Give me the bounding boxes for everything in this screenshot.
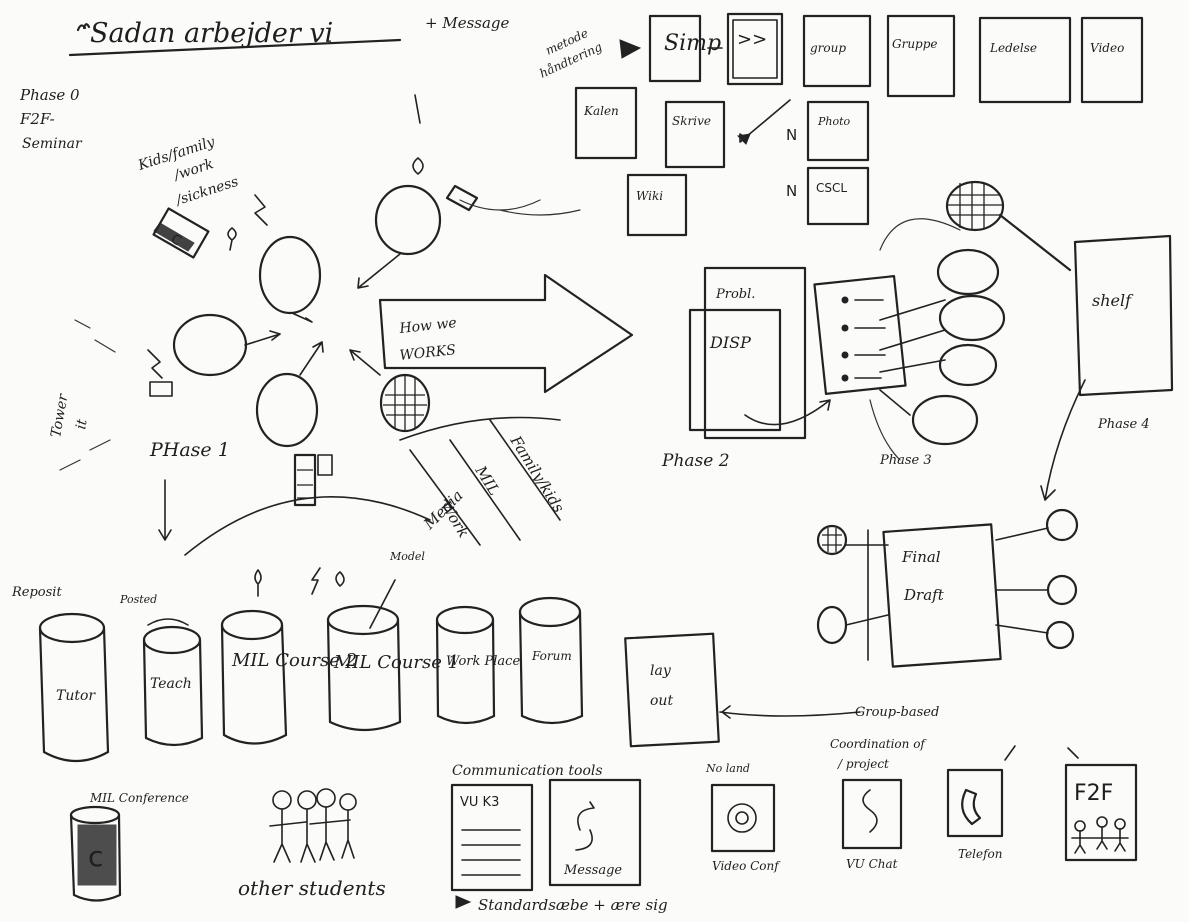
group-coord-2: Coordination of xyxy=(830,737,927,751)
svg-text:Kalen: Kalen xyxy=(583,104,619,118)
comm-tools-label: Communication tools xyxy=(452,763,603,779)
cylinder-work-place: Work Place xyxy=(437,607,520,723)
phase4-shelf: shelf xyxy=(1041,236,1172,500)
svg-text:Ledelse: Ledelse xyxy=(989,41,1037,55)
svg-text:Tutor: Tutor xyxy=(56,688,96,704)
f2f-icon: F2F xyxy=(1066,748,1136,860)
svg-text:>>: >> xyxy=(737,29,767,50)
phase0-line2: F2F- xyxy=(19,110,55,128)
bottom-arrow-marker xyxy=(456,896,470,908)
title-suffix: + Message xyxy=(425,14,510,32)
phase3-label: Phase 3 xyxy=(879,453,932,468)
phase0-line1: Phase 0 xyxy=(19,86,80,104)
quote-marks xyxy=(78,24,89,30)
final-draft: Final Draft xyxy=(818,510,1077,667)
svg-text:F2F: F2F xyxy=(1074,781,1113,806)
phase4-label: Phase 4 xyxy=(1097,417,1150,432)
lightning-icon xyxy=(255,195,267,225)
down-arrow xyxy=(159,480,171,540)
svg-text:Final: Final xyxy=(901,548,941,566)
n-mark-2: N xyxy=(786,182,797,200)
phase2-label: Phase 2 xyxy=(661,451,730,471)
svg-text:VU K3: VU K3 xyxy=(460,795,499,810)
telefon-icon: Telefon xyxy=(948,746,1015,861)
svg-text:Simp: Simp xyxy=(664,31,721,56)
message-icon: Message xyxy=(550,780,640,885)
top-arc xyxy=(460,200,580,215)
diag-label-family: Family/kids xyxy=(506,432,568,516)
second-row-tiles: Kalen Skrive Wiki Photo CSCL N N xyxy=(576,88,868,235)
method-handling-note: metode håndtering xyxy=(537,26,640,81)
group-coord-3: / project xyxy=(837,757,889,771)
cylinder-forum: Forum xyxy=(520,598,582,723)
svg-text:CSCL: CSCL xyxy=(816,181,847,195)
person-head-right xyxy=(358,158,477,288)
svg-text:c: c xyxy=(88,840,103,873)
phone-icon: C xyxy=(154,209,209,258)
checklist xyxy=(814,276,905,394)
bottom-line-text: Standardsæbe + ære sig xyxy=(478,896,668,914)
group-coord-1: Group-based xyxy=(855,705,939,720)
svg-text:MIL Conference: MIL Conference xyxy=(89,791,189,805)
lay-out-box: lay out xyxy=(625,634,860,746)
n-mark-1: N xyxy=(786,126,797,144)
svg-text:Video Conf: Video Conf xyxy=(712,859,781,873)
phase0-line3: Seminar xyxy=(22,136,83,152)
cylinder-teach: Teach xyxy=(144,619,202,745)
cylinder-mil-course2: MIL Course 2 xyxy=(222,611,357,744)
svg-text:Message: Message xyxy=(563,863,622,878)
cylinder-tutor: Tutor xyxy=(40,614,108,761)
svg-text:Probl.: Probl. xyxy=(715,287,755,302)
phase2-documents: Probl. DISP xyxy=(690,268,830,438)
svg-text:How we: How we xyxy=(398,315,458,337)
svg-text:lay: lay xyxy=(650,663,672,679)
tower-text-1: Tower xyxy=(48,392,72,439)
dash-arc-left xyxy=(60,320,115,470)
person-head-left xyxy=(148,315,280,396)
svg-text:Forum: Forum xyxy=(531,649,572,663)
svg-text:MIL Course 1: MIL Course 1 xyxy=(333,652,459,673)
other-students-icon xyxy=(270,789,356,862)
other-students-label: other students xyxy=(238,876,386,900)
svg-text:DISP: DISP xyxy=(709,333,751,352)
phase3-heads xyxy=(870,182,1070,460)
cyl-pre-posted: Posted xyxy=(119,593,157,606)
person-head-top xyxy=(260,237,320,322)
cylinder-mil-course1: MIL Course 1 xyxy=(328,580,459,730)
svg-text:shelf: shelf xyxy=(1092,291,1134,310)
svg-text:Draft: Draft xyxy=(903,586,945,604)
svg-text:WORKS: WORKS xyxy=(399,342,457,364)
svg-text:Gruppe: Gruppe xyxy=(892,37,938,51)
svg-text:Work Place: Work Place xyxy=(446,654,520,669)
phase1-label: PHase 1 xyxy=(149,439,230,461)
svg-text:Wiki: Wiki xyxy=(636,189,663,203)
svg-text:No land: No land xyxy=(705,762,750,775)
diag-label-mil: MIL xyxy=(471,462,503,499)
svg-text:group: group xyxy=(810,41,846,55)
cyl-pre-reposit: Reposit xyxy=(11,585,62,600)
person-head-bottom xyxy=(257,342,332,505)
svg-text:Video: Video xyxy=(1090,41,1124,55)
tick-mark xyxy=(415,95,420,123)
svg-text:Skrive: Skrive xyxy=(672,114,711,128)
big-arrow: How we WORKS xyxy=(380,275,632,392)
document-vu-k3: VU K3 xyxy=(452,785,532,890)
vu-chat-icon: VU Chat xyxy=(843,780,901,871)
svg-text:out: out xyxy=(650,693,673,709)
svg-text:Telefon: Telefon xyxy=(958,847,1003,861)
mil-conference: MIL Conference c xyxy=(71,791,189,901)
video-conf-icon: No land Video Conf xyxy=(705,762,781,873)
svg-text:Photo: Photo xyxy=(817,115,851,128)
top-tool-tiles: Simp >> group Gruppe Ledelse Video xyxy=(650,14,1142,102)
svg-text:Teach: Teach xyxy=(150,676,192,692)
cyl-pre-model: Model xyxy=(389,550,425,563)
heart-icon xyxy=(228,228,236,250)
icons-above-cylinders xyxy=(255,568,344,596)
kids-family-text: Kids/family /work /sickness xyxy=(135,134,240,210)
svg-text:VU Chat: VU Chat xyxy=(846,857,898,871)
tower-text-2: it xyxy=(73,418,91,431)
